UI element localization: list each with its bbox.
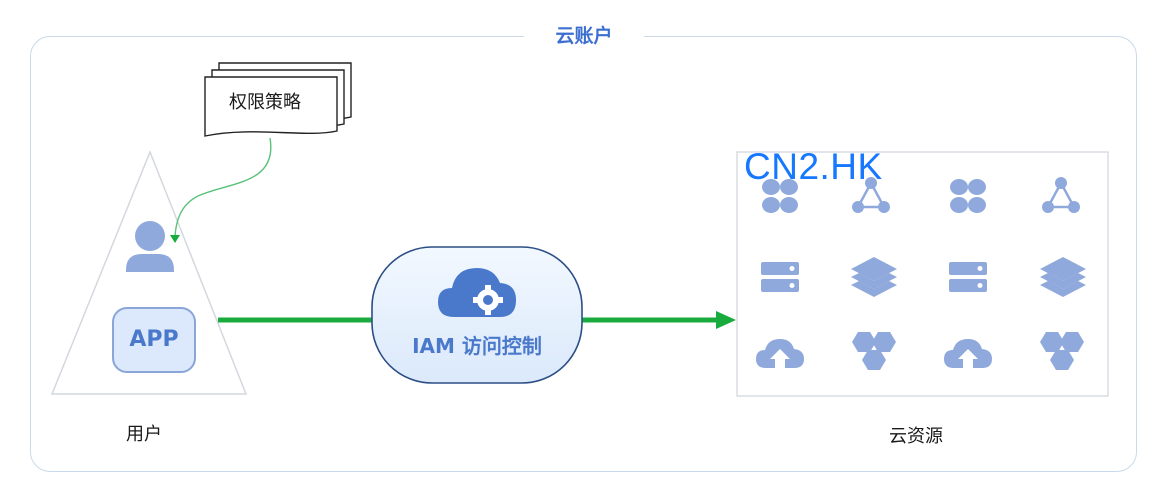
- cluster-icon: [762, 179, 798, 213]
- cloud-upload-icon: [944, 339, 992, 368]
- access-flow-arrowhead: [716, 311, 736, 329]
- cloud-upload-icon: [756, 339, 804, 368]
- cloud-resource-label: 云资源: [889, 426, 943, 447]
- policy-label: 权限策略: [229, 92, 301, 113]
- cloud-account-title: 云账户: [524, 22, 644, 50]
- network-icon: [1042, 177, 1080, 213]
- iam-label: IAM 访问控制: [412, 334, 542, 358]
- layers-icon: [1040, 257, 1086, 297]
- server-icon: [761, 262, 799, 292]
- layers-icon: [851, 257, 897, 297]
- user-triangle: [50, 149, 248, 395]
- policy-document-icon: [204, 62, 352, 137]
- server-icon: [949, 262, 987, 292]
- user-person-icon: [126, 221, 174, 272]
- watermark-text: CN2.HK: [744, 146, 883, 187]
- user-label: 用户: [126, 424, 162, 445]
- app-badge-label: APP: [129, 327, 179, 352]
- policy-connector-arrow: [174, 137, 272, 237]
- policy-arrowhead: [170, 235, 180, 243]
- cloud-gear-icon: [438, 268, 516, 317]
- cluster-icon: [950, 179, 986, 213]
- app-badge: [112, 307, 196, 373]
- hexagons-icon: [1040, 332, 1084, 370]
- network-icon: [852, 177, 890, 213]
- hexagons-icon: [852, 332, 896, 370]
